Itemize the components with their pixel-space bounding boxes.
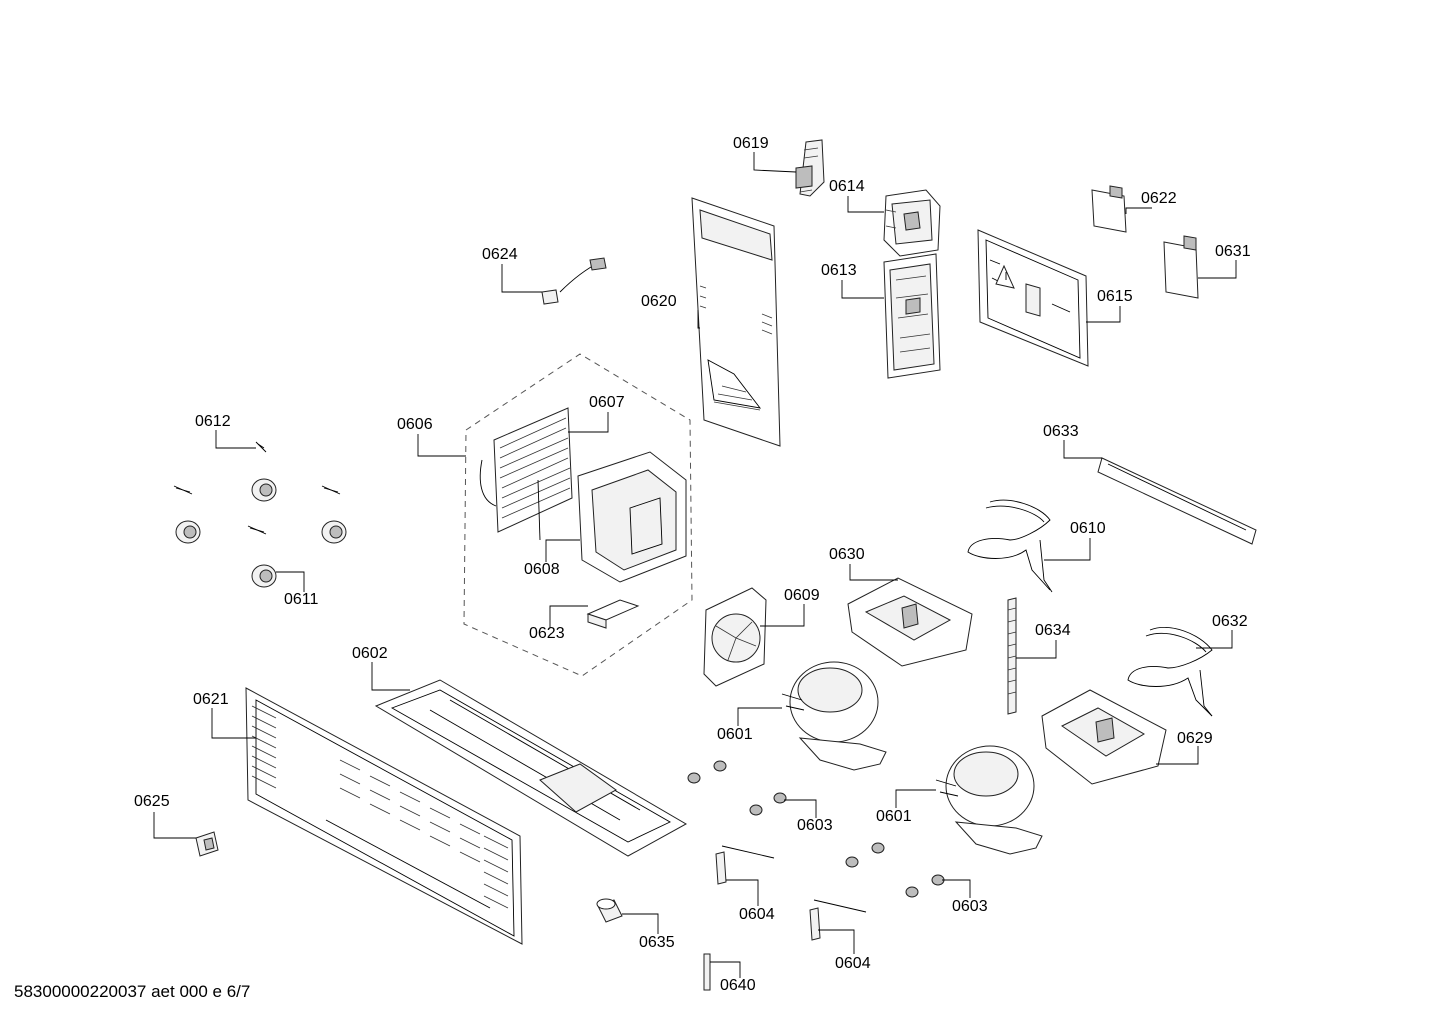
part-0607-evaporator [479,407,573,541]
label-0611: 0611 [284,591,319,608]
label-0606: 0606 [397,416,433,433]
part-0611-feet [175,478,347,588]
part-0602-base-plate [374,679,688,857]
part-0604-sensor-b [809,899,867,941]
part-0613-pcb [883,253,941,379]
label-0621: 0621 [193,691,229,708]
label-0604-a: 0604 [739,906,775,923]
part-0601-compressor-b [935,745,1043,855]
label-0614: 0614 [829,178,865,195]
document-footer-id: 58300000220037 aet 000 e 6/7 [14,982,251,1001]
part-0634-spring [1007,597,1017,715]
part-0625-clip [195,831,219,857]
label-0640: 0640 [720,977,756,994]
label-0619: 0619 [733,135,769,152]
part-0624-plug [541,257,607,305]
label-0603-b: 0603 [952,898,988,915]
part-0631-board [1163,235,1199,299]
part-0603-grommets-a [687,760,787,816]
group-0606-outline [463,353,693,677]
label-0624: 0624 [482,246,518,263]
label-0601-a: 0601 [717,726,753,743]
label-0633: 0633 [1043,423,1079,440]
part-0629-tray [1041,689,1167,785]
part-0615-cover [977,229,1089,367]
warning-triangle-icon [995,264,1015,289]
leader-lines [153,152,1237,978]
label-0612: 0612 [195,413,231,430]
part-0612-pins [173,441,341,535]
label-0631: 0631 [1215,243,1251,260]
label-0630: 0630 [829,546,865,563]
label-0615: 0615 [1097,288,1133,305]
part-0632-tube [1127,627,1213,717]
part-0608-fan-housing [577,451,687,583]
label-0610: 0610 [1070,520,1106,537]
label-0620: 0620 [641,293,677,310]
label-0634: 0634 [1035,622,1071,639]
label-0613: 0613 [821,262,857,279]
part-0619-bracket [795,139,825,197]
label-0625: 0625 [134,793,170,810]
label-0601-b: 0601 [876,808,912,825]
label-0607: 0607 [589,394,625,411]
part-0635-bushing [596,898,623,923]
part-0614-housing [883,189,941,257]
part-0601-compressor-a [781,661,887,771]
label-0632: 0632 [1212,613,1248,630]
label-0635: 0635 [639,934,675,951]
label-0604-b: 0604 [835,955,871,972]
part-0640-pin [703,953,711,991]
part-0603-grommets-b [845,842,945,898]
part-0630-tray [847,577,973,667]
label-0603-a: 0603 [797,817,833,834]
part-0622-board [1091,185,1127,233]
label-0622: 0622 [1141,190,1177,207]
part-0620-duct-panel [691,197,781,447]
label-0609: 0609 [784,587,820,604]
label-0608: 0608 [524,561,560,578]
part-0604-sensor-a [715,845,775,885]
part-0609-fan [703,587,767,687]
label-0623: 0623 [529,625,565,642]
part-0610-tube [967,499,1053,593]
label-0602: 0602 [352,645,388,662]
part-0623-tray [586,599,640,629]
part-0621-back-cover [245,687,523,945]
label-0629: 0629 [1177,730,1213,747]
part-0633-rail [1097,457,1257,545]
